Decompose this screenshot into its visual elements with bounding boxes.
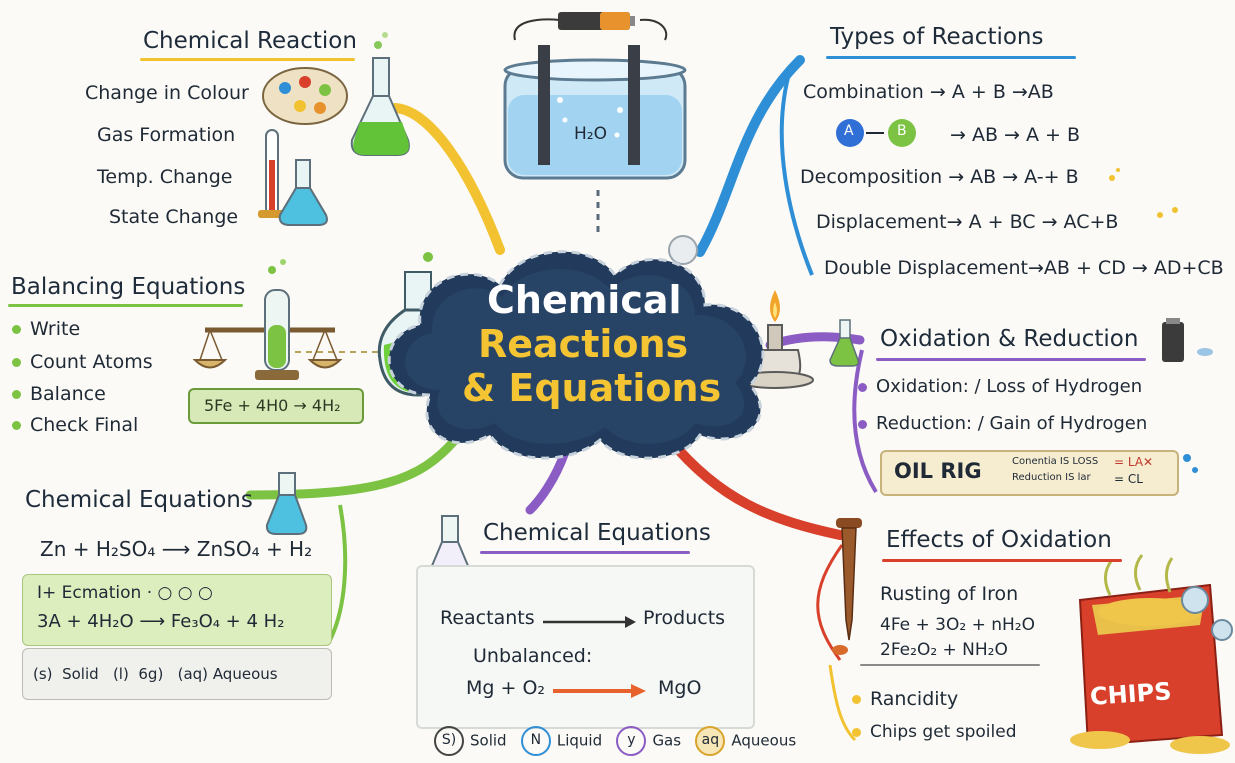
oil-rig-note-1: Conentia IS LOSS bbox=[1012, 456, 1099, 467]
oil-rig-label: OIL RIG bbox=[894, 459, 982, 483]
states-text: (s) Solid (l) 6g) (aq) Aqueous bbox=[33, 665, 278, 683]
legend-gas-label: Gas bbox=[652, 731, 682, 750]
chem-equations-left-heading: Chemical Equations bbox=[25, 487, 253, 513]
equation-card: Reactants Products Unbalanced: Mg + O₂ M… bbox=[416, 565, 755, 729]
rust-equation-1: 4Fe + 3O₂ + nH₂O bbox=[880, 615, 1035, 635]
effect-rancidity: Rancidity bbox=[852, 688, 958, 710]
unbalanced-reactants: Mg + O₂ bbox=[466, 677, 546, 699]
divider bbox=[860, 664, 1040, 666]
item-state-change: State Change bbox=[109, 206, 239, 228]
combo-atom-a: A bbox=[844, 123, 854, 139]
heading-underline bbox=[826, 56, 1076, 59]
unbalanced-products: MgO bbox=[658, 677, 702, 699]
item-gas-formation: Gas Formation bbox=[97, 124, 236, 146]
board-equation: 5Fe + 4H0 → 4H₂ bbox=[204, 396, 341, 415]
rusty-nail-icon bbox=[832, 518, 862, 655]
type-displacement: Displacement→ A + BC → AC+B bbox=[816, 211, 1119, 233]
list-item: Check Final bbox=[12, 414, 138, 436]
panel-line-1: I+ Ecmation · ○ ○ ○ bbox=[37, 583, 213, 603]
combo-atom-b: B bbox=[897, 123, 907, 139]
oxidation-item: Oxidation: / Loss of Hydrogen bbox=[858, 376, 1142, 397]
products-label: Products bbox=[643, 607, 726, 629]
panel-line-2: 3A + 4H₂O ⟶ Fe₃O₄ + 4 H₂ bbox=[37, 611, 285, 632]
center-title-line3: & Equations bbox=[462, 366, 722, 410]
chem-equations-center-heading: Chemical Equations bbox=[483, 520, 711, 546]
effect-chips: Chips get spoiled bbox=[852, 722, 1016, 742]
type-double-displacement: Double Displacement→AB + CD → AD+CB bbox=[824, 257, 1224, 279]
heading-underline bbox=[882, 559, 1122, 562]
thermometer-icon bbox=[258, 129, 286, 218]
oil-rig-note-2-right: = CL bbox=[1114, 472, 1143, 486]
state-legend: S) Solid N Liquid y Gas aq Aqueous bbox=[434, 726, 796, 756]
central-cloud bbox=[387, 250, 765, 460]
chemical-reaction-heading: Chemical Reaction bbox=[143, 28, 357, 54]
types-heading: Types of Reactions bbox=[830, 24, 1044, 50]
item-change-colour: Change in Colour bbox=[85, 82, 249, 104]
heading-underline bbox=[480, 551, 690, 554]
center-title-line2: Reactions bbox=[478, 322, 689, 366]
balancing-board: 5Fe + 4H0 → 4H₂ bbox=[188, 388, 364, 424]
list-item: Count Atoms bbox=[12, 351, 153, 373]
equation-panel: I+ Ecmation · ○ ○ ○ 3A + 4H₂O ⟶ Fe₃O₄ + … bbox=[22, 574, 332, 646]
combination-atoms-icon bbox=[836, 119, 916, 147]
balancing-heading: Balancing Equations bbox=[11, 274, 246, 300]
orange-arrow-icon bbox=[553, 684, 646, 698]
type-combination: Combination → A + B →AB bbox=[803, 81, 1054, 103]
paint-palette-icon bbox=[262, 67, 348, 125]
rust-equation-2: 2Fe₂O₂ + NH₂O bbox=[880, 640, 1008, 660]
reduction-item: Reduction: / Gain of Hydrogen bbox=[858, 413, 1147, 434]
effect-rusting: Rusting of Iron bbox=[880, 583, 1019, 605]
list-item: Write bbox=[12, 318, 80, 340]
electrolysis-beaker-icon bbox=[503, 12, 687, 180]
legend-gas-symbol: y bbox=[616, 726, 647, 756]
item-temp-change: Temp. Change bbox=[97, 166, 233, 188]
small-green-flask-icon bbox=[829, 319, 860, 367]
unbalanced-label: Unbalanced: bbox=[473, 645, 593, 667]
type-decomposition: Decomposition → AB → A-+ B bbox=[800, 166, 1079, 188]
legend-aqueous-symbol: aq bbox=[695, 726, 726, 756]
test-tube-icon bbox=[255, 259, 299, 380]
battery-icon bbox=[1162, 318, 1213, 362]
reactants-label: Reactants bbox=[440, 607, 535, 629]
effects-heading: Effects of Oxidation bbox=[886, 527, 1112, 553]
legend-solid-label: Solid bbox=[470, 731, 507, 750]
heading-underline bbox=[876, 358, 1146, 361]
beaker-label: H₂O bbox=[574, 124, 607, 144]
center-title-line1: Chemical bbox=[487, 278, 682, 322]
blue-test-flask-icon bbox=[265, 472, 308, 535]
oil-rig-note-2: Reduction IS lar bbox=[1012, 472, 1091, 483]
equation-zn: Zn + H₂SO₄ ⟶ ZnSO₄ + H₂ bbox=[40, 537, 313, 561]
legend-aqueous-label: Aqueous bbox=[731, 731, 797, 750]
reaction-arrow-icon bbox=[543, 616, 636, 628]
blue-flask-icon bbox=[278, 159, 328, 226]
states-panel: (s) Solid (l) 6g) (aq) Aqueous bbox=[22, 648, 332, 700]
legend-liquid-label: Liquid bbox=[556, 731, 603, 750]
heading-underline bbox=[140, 58, 355, 61]
type-combination-reverse: → AB → A + B bbox=[950, 124, 1081, 146]
oil-rig-note-1-right: = LA✕ bbox=[1114, 455, 1154, 469]
chips-label: CHIPS bbox=[1089, 677, 1173, 711]
heading-underline bbox=[8, 304, 243, 307]
oil-rig-note: OIL RIG Conentia IS LOSS Reduction IS la… bbox=[880, 450, 1179, 496]
legend-liquid-symbol: N bbox=[520, 726, 551, 756]
oxidation-heading: Oxidation & Reduction bbox=[880, 326, 1139, 352]
green-flask-icon bbox=[350, 32, 410, 156]
chips-bag-icon bbox=[1070, 554, 1230, 754]
legend-solid-symbol: S) bbox=[434, 726, 464, 756]
list-item: Balance bbox=[12, 383, 106, 405]
